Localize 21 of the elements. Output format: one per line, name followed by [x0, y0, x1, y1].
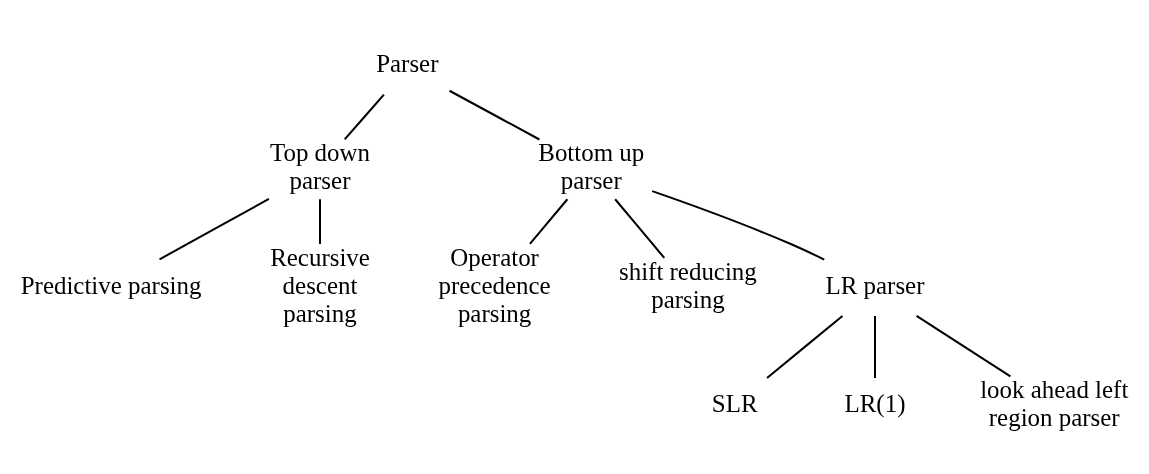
connector — [343, 93, 385, 141]
node-text: LR parser — [825, 271, 925, 299]
connector — [449, 89, 540, 141]
node-text: SLR — [711, 390, 758, 418]
connector — [159, 198, 270, 261]
node-text: Operator precedence parsing — [438, 243, 551, 327]
connector — [614, 198, 666, 259]
node-text: Recursive descent parsing — [270, 243, 370, 327]
node-text: shift reducing parsing — [619, 257, 757, 313]
node-text: Top down parser — [269, 139, 371, 195]
connector — [319, 199, 321, 244]
node-text: Predictive parsing — [20, 271, 202, 299]
connector — [873, 316, 876, 378]
connector — [916, 315, 1011, 378]
connector — [651, 190, 825, 261]
connector — [529, 198, 569, 245]
node-text: Parser — [376, 50, 439, 78]
node-text: LR(1) — [844, 390, 906, 418]
node-text: Bottom up parser — [538, 139, 645, 195]
connector — [766, 315, 844, 379]
node-text: look ahead left region parser — [980, 376, 1129, 432]
